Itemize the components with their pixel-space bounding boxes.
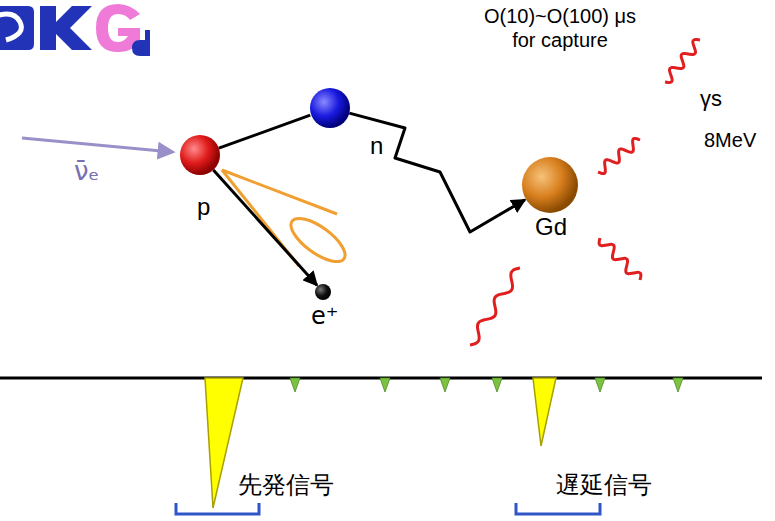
track-line xyxy=(219,115,310,148)
particle-label: e⁺ xyxy=(311,302,338,330)
gadolinium-nucleus: Gd xyxy=(522,157,578,213)
bracket xyxy=(516,503,600,514)
proton: p xyxy=(180,135,220,175)
gamma-wave xyxy=(665,40,700,83)
gamma-label: γs xyxy=(700,86,722,112)
gamma-wave xyxy=(470,268,520,345)
logo-swoosh xyxy=(0,14,21,40)
particle-label: p xyxy=(197,193,210,221)
noise-pulse xyxy=(673,378,683,392)
sphere xyxy=(522,157,578,213)
logo-letter xyxy=(40,6,92,50)
noise-pulse xyxy=(595,378,605,392)
particle-label: n xyxy=(370,132,383,160)
sphere xyxy=(315,284,331,300)
signal-label: 先発信号 xyxy=(238,470,334,500)
delayed-pulse xyxy=(533,378,556,446)
sphere xyxy=(310,88,350,128)
sphere-shape xyxy=(310,88,350,128)
cherenkov-cone xyxy=(222,170,352,269)
noise-pulses xyxy=(290,378,683,392)
noise-pulse xyxy=(380,378,390,392)
capture-time: O(10)~O(100) μs for capture xyxy=(475,4,645,52)
sphere-shape xyxy=(315,284,331,300)
logo-letter xyxy=(132,30,150,56)
sphere xyxy=(180,135,220,175)
energy-label: 8MeV xyxy=(704,128,756,152)
positron: e⁺ xyxy=(315,284,331,300)
sphere-shape xyxy=(522,157,578,213)
signal-label: 遅延信号 xyxy=(556,470,652,500)
bracket xyxy=(176,503,259,514)
noise-pulse xyxy=(440,378,450,392)
logo xyxy=(0,4,150,56)
neutrino-arrow xyxy=(22,138,172,152)
sphere-shape xyxy=(180,135,220,175)
gamma-rays xyxy=(470,40,700,345)
track-arrow xyxy=(349,113,525,232)
noise-pulse xyxy=(290,378,300,392)
gamma-wave xyxy=(598,138,640,173)
gamma-wave xyxy=(599,238,641,280)
prompt-pulse xyxy=(205,378,243,508)
track-arrow xyxy=(213,170,317,285)
neutron: n xyxy=(310,88,350,128)
particle-label: Gd xyxy=(535,213,567,241)
logo-block xyxy=(0,6,34,50)
antineutrino-label: ν̄ₑ xyxy=(74,156,99,186)
noise-pulse xyxy=(492,378,502,392)
